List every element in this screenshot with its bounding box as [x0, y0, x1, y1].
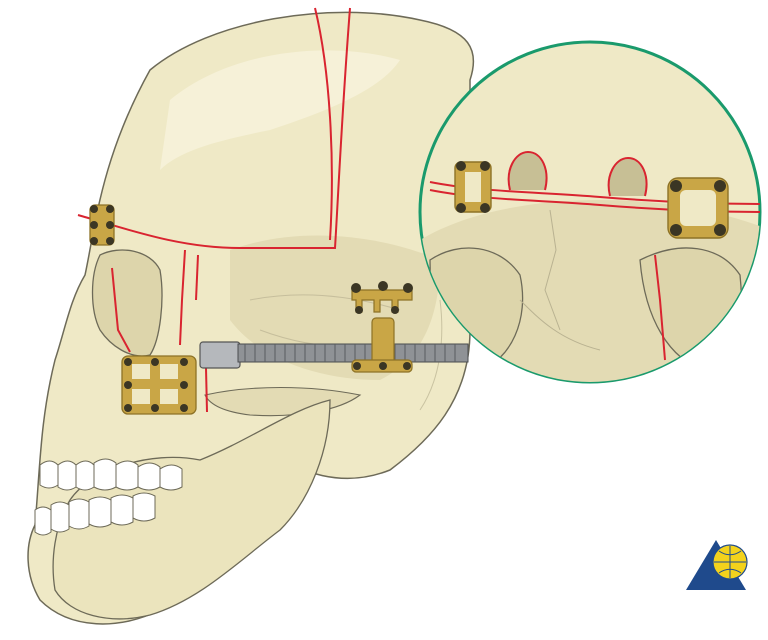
upper-teeth: [39, 458, 183, 491]
osteotomy-lines: [77, 7, 351, 413]
frontal-miniplate: [89, 204, 115, 246]
skull-mandible: [52, 399, 331, 620]
distraction-device: [199, 341, 469, 369]
distractor-footplate-temporal: [351, 281, 413, 373]
skull-orbit: [91, 249, 163, 357]
skull-forehead-highlight: [160, 50, 400, 170]
inset-magnified-view: [418, 40, 762, 384]
zygomatic-grid-plate: [121, 355, 197, 415]
ao-foundation-logo-icon: [686, 540, 748, 590]
inset-plate-left: [454, 161, 492, 213]
inset-plate-right: [667, 177, 729, 239]
lower-teeth: [34, 492, 156, 536]
